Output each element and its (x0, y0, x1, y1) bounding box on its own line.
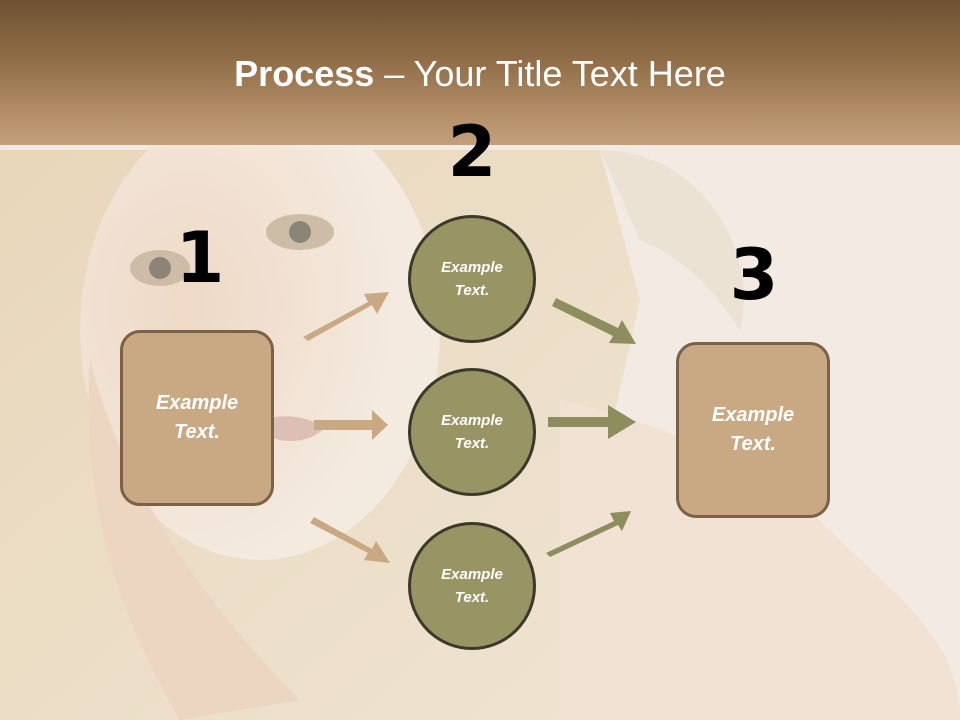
title-strong: Process (234, 53, 375, 94)
arrow-right-top (552, 298, 636, 344)
step-number-1: 1 (175, 217, 225, 299)
arrow-right-bottom (546, 511, 631, 557)
right-box: Example Text. (676, 342, 830, 518)
circle-bottom: Example Text. (408, 522, 536, 650)
title-rest: – Your Title Text Here (374, 53, 726, 94)
slide-title: Process – Your Title Text Here (0, 52, 960, 96)
right-box-text: Example Text. (711, 404, 795, 455)
arrow-left-bottom (310, 517, 390, 563)
circle-top-text: Example Text. (441, 259, 503, 299)
arrow-right-middle (548, 405, 636, 439)
circle-middle: Example Text. (408, 368, 536, 496)
circle-middle-text: Example Text. (441, 412, 503, 452)
title-bar (0, 0, 960, 145)
circle-top: Example Text. (408, 215, 536, 343)
step-number-3: 3 (729, 234, 779, 316)
left-box: Example Text. (120, 330, 274, 506)
step-number-2: 2 (447, 111, 497, 193)
arrow-left-top (303, 292, 389, 341)
circle-bottom-text: Example Text. (441, 566, 503, 606)
arrow-left-middle (314, 410, 388, 440)
left-box-text: Example Text. (155, 392, 239, 443)
